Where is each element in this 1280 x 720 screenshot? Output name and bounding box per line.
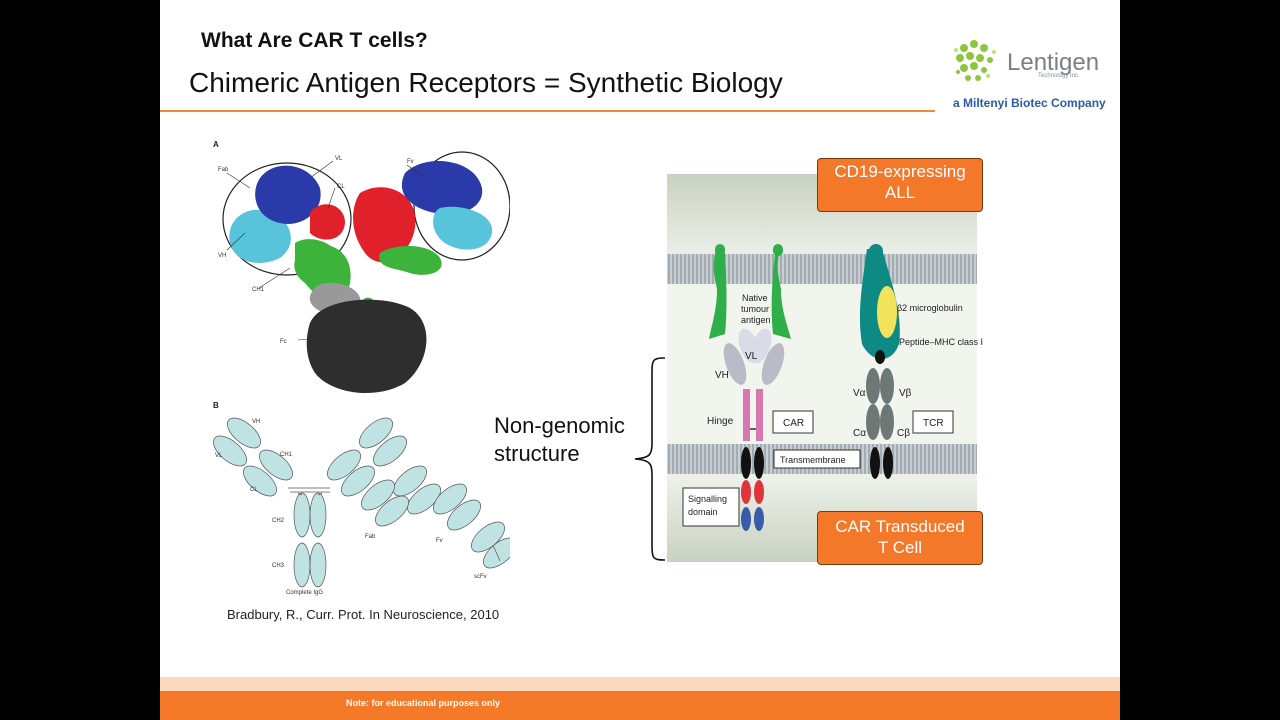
- label-vb: Vβ: [899, 388, 912, 399]
- car-tcr-figure: Native tumour antigen β2 microglobulin P…: [667, 174, 997, 562]
- label-hinge: Hinge: [707, 416, 734, 427]
- signalling-box: [682, 487, 740, 527]
- label-b-vh: VH: [252, 419, 260, 425]
- label-vh: VH: [218, 253, 226, 259]
- callout-cd19-all: CD19-expressing ALL: [817, 158, 983, 212]
- footer-note: Note: for educational purposes only: [346, 698, 501, 708]
- label-transmembrane: Transmembrane: [780, 455, 846, 465]
- label-b-ch2: CH2: [272, 518, 285, 524]
- label-vl: VL: [335, 156, 343, 162]
- callout-top-line-1: CD19-expressing: [834, 162, 966, 181]
- callout-top-line-2: ALL: [884, 183, 916, 202]
- logo-brand: Lentigen: [1007, 49, 1100, 76]
- callout-bottom-line-1: CAR Transduced: [835, 517, 965, 536]
- label-b-fab: Fab: [365, 534, 376, 540]
- figure-citation: Bradbury, R., Curr. Prot. In Neuroscienc…: [227, 607, 500, 622]
- brace-icon: [634, 357, 666, 561]
- label-car: CAR: [783, 418, 804, 429]
- car-tcr-illustration: Native tumour antigen β2 microglobulin P…: [667, 174, 983, 562]
- callout-car-t-cell: CAR Transduced T Cell: [817, 511, 983, 565]
- non-genomic-label: Non-genomic structure: [494, 412, 625, 468]
- label-domain: domain: [688, 507, 718, 517]
- label-native: Native: [742, 293, 768, 303]
- non-genomic-line-2: structure: [494, 441, 580, 466]
- logo-company: a Miltenyi Biotec Company: [953, 96, 1106, 110]
- panel-a-label: A: [213, 140, 219, 149]
- slide-subtitle: Chimeric Antigen Receptors = Synthetic B…: [189, 67, 783, 98]
- label-fv: Fv: [407, 159, 414, 165]
- label-tumour: tumour: [741, 304, 769, 314]
- label-b-fv: Fv: [436, 538, 443, 544]
- label-b-scfv: scFv: [474, 574, 487, 580]
- label-tcr: TCR: [923, 418, 944, 429]
- car-box: [772, 410, 814, 434]
- logo-dots-icon: [954, 40, 996, 81]
- label-b-ch1: CH1: [280, 452, 293, 458]
- non-genomic-line-1: Non-genomic: [494, 413, 625, 438]
- label-vl: VL: [745, 351, 758, 362]
- label-b2m: β2 microglobulin: [897, 303, 963, 313]
- fab-circle: [222, 162, 352, 276]
- slide-heading: What Are CAR T cells?: [201, 29, 428, 52]
- logo-brand-sub: Technology Inc.: [1038, 73, 1080, 79]
- car-stalk: [741, 389, 764, 531]
- car-scfv-shapes: [723, 328, 785, 385]
- label-peptide-mhc: Peptide–MHC class I: [899, 337, 983, 347]
- label-b-complete-igg: Complete IgG: [286, 590, 323, 596]
- igg-domains: [213, 417, 517, 588]
- slide: What Are CAR T cells? Chimeric Antigen R…: [160, 0, 1120, 720]
- label-vh: VH: [715, 370, 729, 381]
- native-antigen-shapes: [709, 244, 791, 339]
- label-b-cl: CL: [250, 487, 258, 493]
- lentigen-logo: Lentigen Technology Inc. a Miltenyi Biot…: [950, 34, 1110, 118]
- antibody-illustration: A: [213, 140, 517, 596]
- label-cb: Cβ: [897, 428, 910, 439]
- label-va: Vα: [853, 388, 866, 399]
- label-antigen: antigen: [741, 315, 771, 325]
- footer-band-light: [160, 677, 1120, 691]
- transmembrane-box: [773, 449, 861, 469]
- footer-band: Note: for educational purposes only: [160, 691, 1120, 720]
- tcr-chains: [866, 368, 894, 479]
- peptide-mhc-shapes: [859, 244, 900, 364]
- figure-a-leader-lines: [226, 160, 426, 341]
- panel-b-label: B: [213, 401, 219, 410]
- label-b-vl: VL: [215, 453, 223, 459]
- label-fab: Fab: [218, 167, 229, 173]
- tumour-membrane: [667, 254, 977, 284]
- label-ch1: CH1: [252, 287, 265, 293]
- igg-hinge: [288, 487, 501, 562]
- label-ca: Cα: [853, 428, 866, 439]
- label-fc: Fc: [280, 339, 287, 345]
- antibody-figure: A: [210, 133, 517, 603]
- title-divider: [160, 110, 935, 112]
- tcr-box: [912, 410, 954, 434]
- label-cl: CL: [337, 184, 345, 190]
- label-signalling: Signalling: [688, 494, 727, 504]
- label-b-ch3: CH3: [272, 563, 285, 569]
- antibody-surface: [229, 161, 493, 394]
- callout-bottom-line-2: T Cell: [877, 538, 923, 557]
